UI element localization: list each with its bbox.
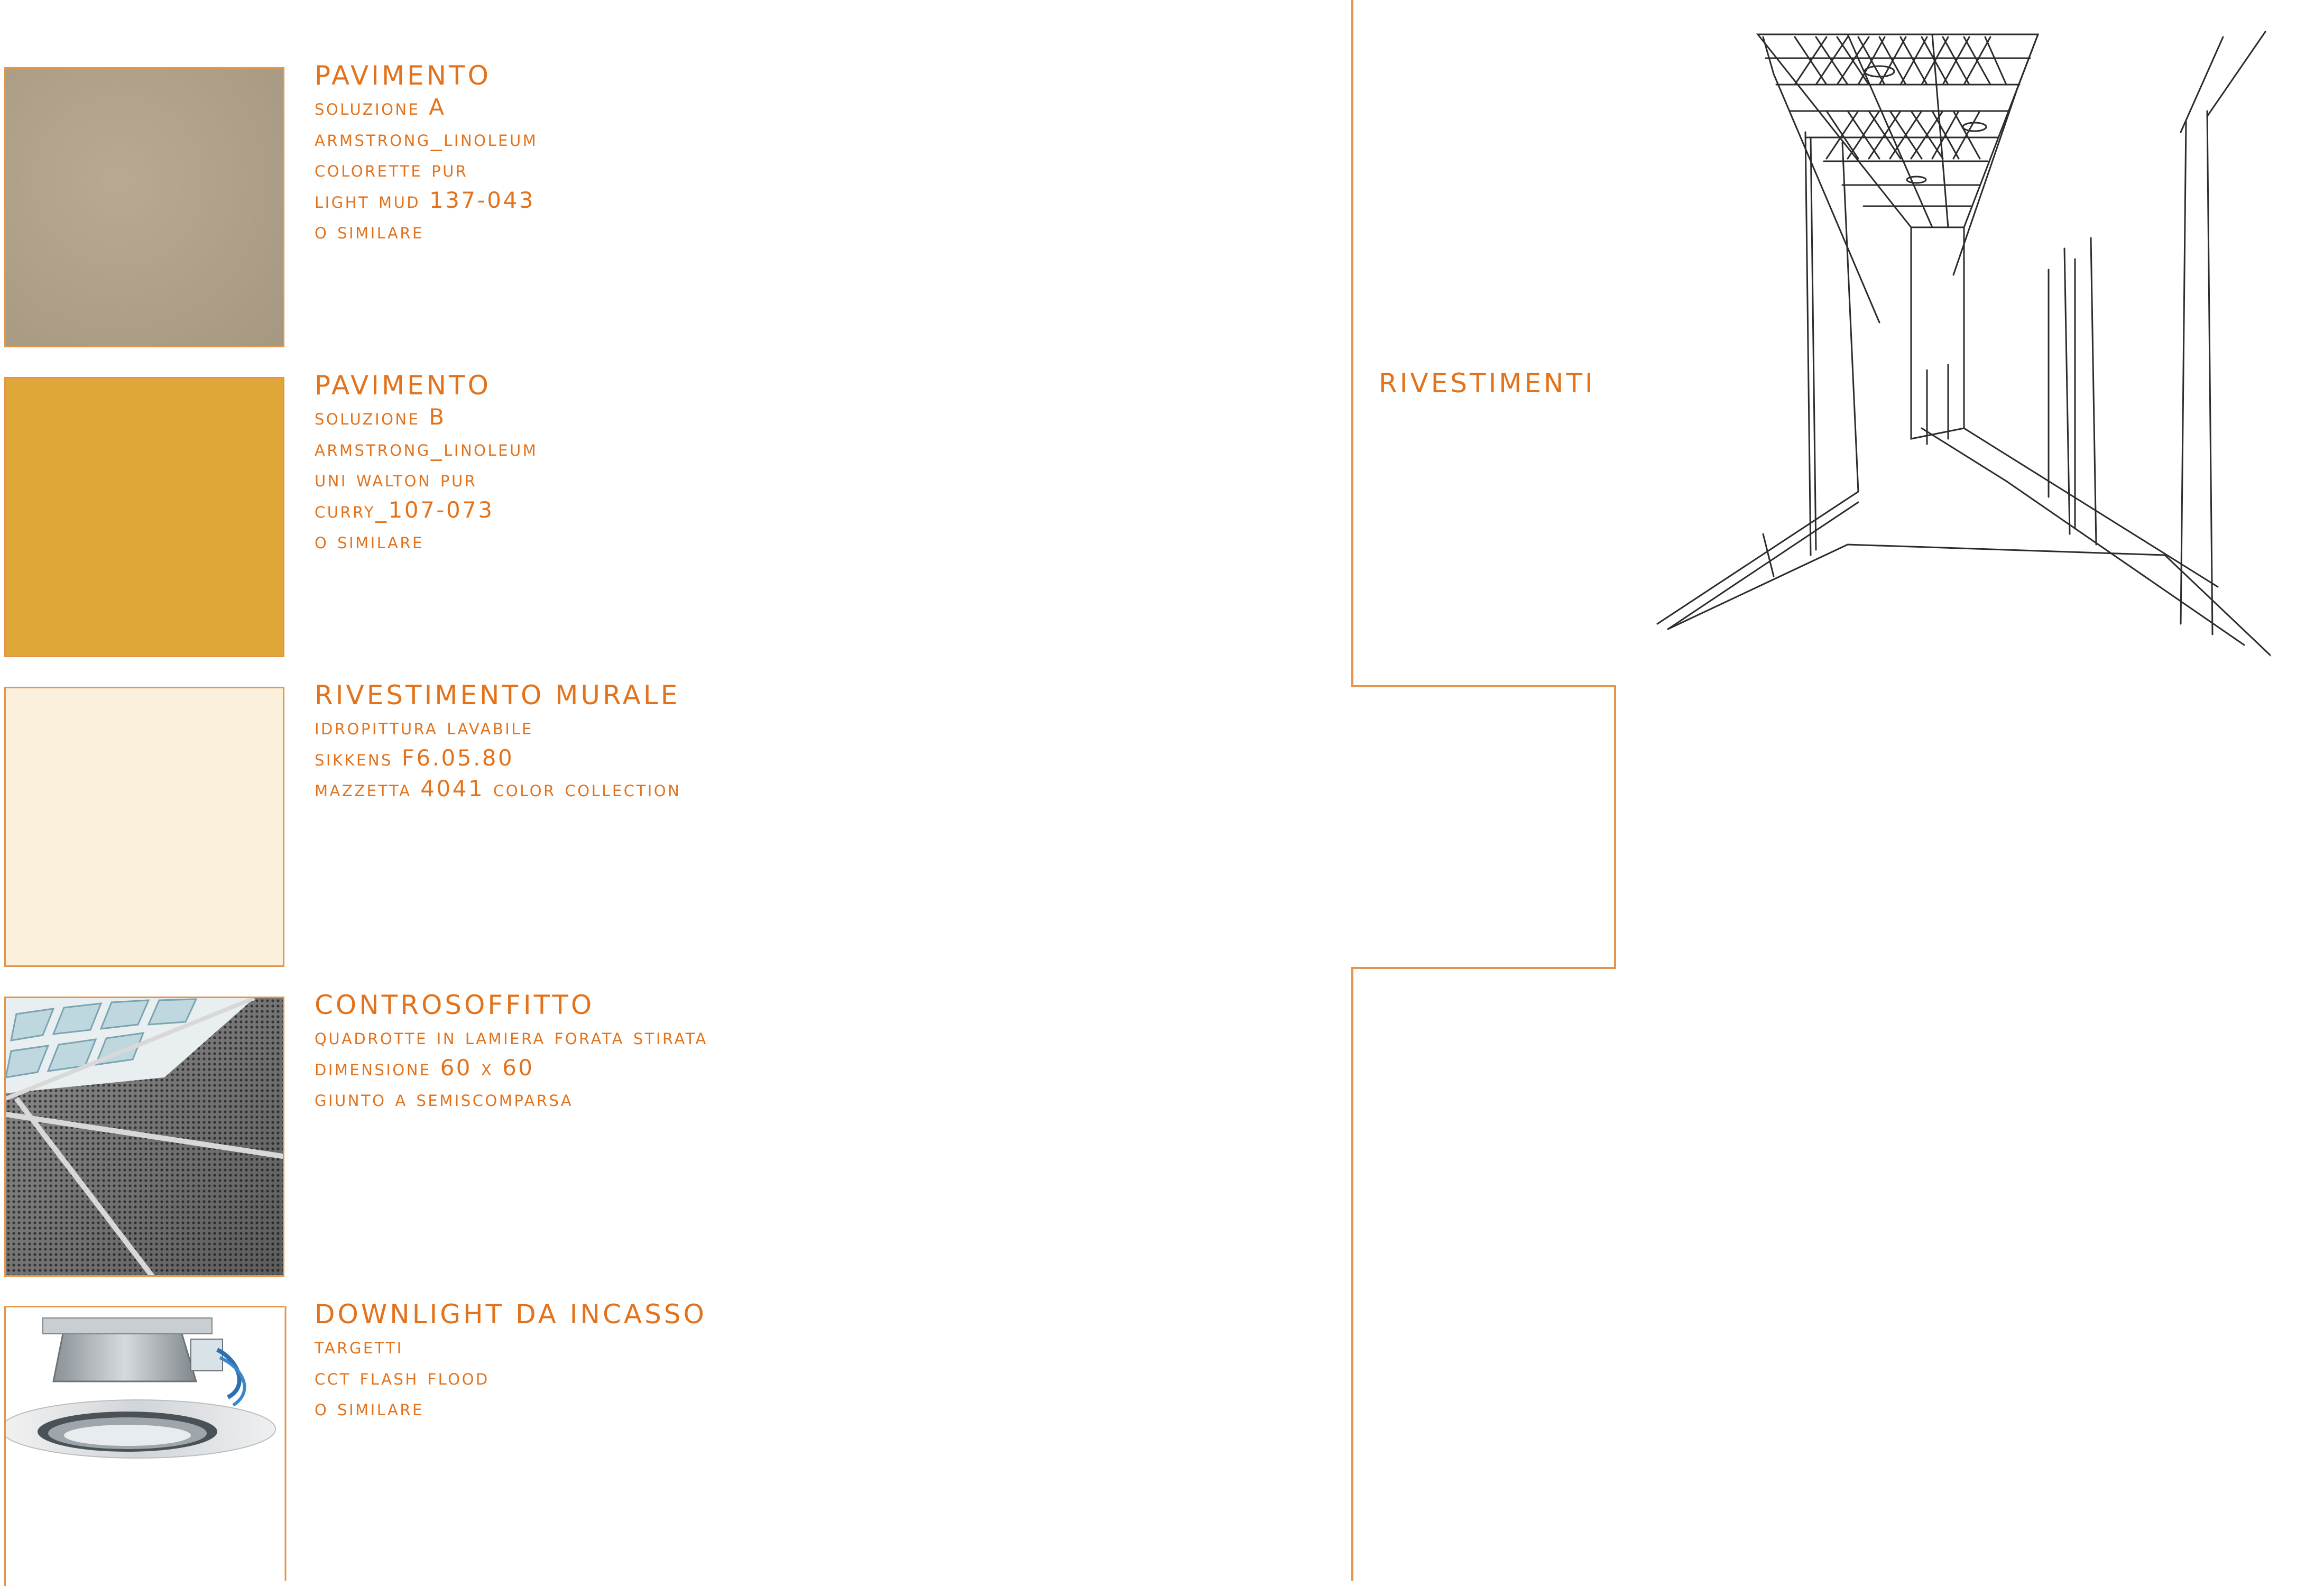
spec-line: dimensione 60 x 60 — [315, 1054, 534, 1081]
corridor-sketch — [1656, 31, 2271, 657]
swatch-rivestimento-murale — [4, 687, 284, 967]
spec-pavimento-a: PAVIMENTO soluzione A armstrong_linoleum… — [315, 59, 538, 247]
spec-line: idropittura lavabile — [315, 714, 533, 740]
spec-line: colorette pur — [315, 156, 468, 182]
spec-downlight: DOWNLIGHT DA INCASSO targetti cct flash … — [315, 1298, 707, 1424]
spec-line: o similare — [315, 528, 424, 554]
swatch-pavimento-a — [4, 67, 284, 347]
spec-rivestimento-murale: RIVESTIMENTO MURALE idropittura lavabile… — [315, 679, 681, 805]
spec-title: PAVIMENTO — [315, 60, 491, 91]
spec-controsoffitto: CONTROSOFFITTO quadrotte in lamiera fora… — [315, 989, 708, 1114]
spec-line: sikkens F6.05.80 — [315, 744, 514, 771]
ceiling-panel-image — [6, 998, 283, 1275]
spec-line: targetti — [315, 1333, 403, 1359]
texture-linoleum — [6, 69, 283, 346]
spec-line: uni walton pur — [315, 466, 477, 492]
spec-line: quadrotte in lamiera forata stirata — [315, 1023, 708, 1049]
spec-line: armstrong_linoleum — [315, 435, 538, 461]
downlight-image — [6, 1307, 284, 1582]
spec-line: soluzione A — [315, 94, 446, 120]
spec-line: cct flash flood — [315, 1363, 490, 1390]
spec-line: mazzetta 4041 color collection — [315, 776, 681, 801]
section-label: RIVESTIMENTI — [1379, 368, 1596, 399]
swatch-pavimento-b — [4, 377, 284, 657]
spec-title: CONTROSOFFITTO — [315, 990, 595, 1020]
spec-line: armstrong_linoleum — [315, 125, 538, 151]
spec-title: RIVESTIMENTO MURALE — [315, 680, 680, 711]
spec-pavimento-b: PAVIMENTO soluzione B armstrong_linoleum… — [315, 369, 538, 557]
spec-title: PAVIMENTO — [315, 370, 491, 401]
spec-line: o similare — [315, 218, 424, 244]
spec-line: curry_107-073 — [315, 496, 494, 523]
spec-line: soluzione B — [315, 404, 446, 430]
swatch-downlight — [4, 1306, 284, 1586]
spec-title: DOWNLIGHT DA INCASSO — [315, 1299, 707, 1330]
swatch-controsoffitto — [4, 997, 284, 1277]
spec-line: light mud 137-043 — [315, 187, 535, 213]
spec-line: o similare — [315, 1395, 424, 1421]
spec-line: giunto a semiscomparsa — [315, 1085, 574, 1111]
